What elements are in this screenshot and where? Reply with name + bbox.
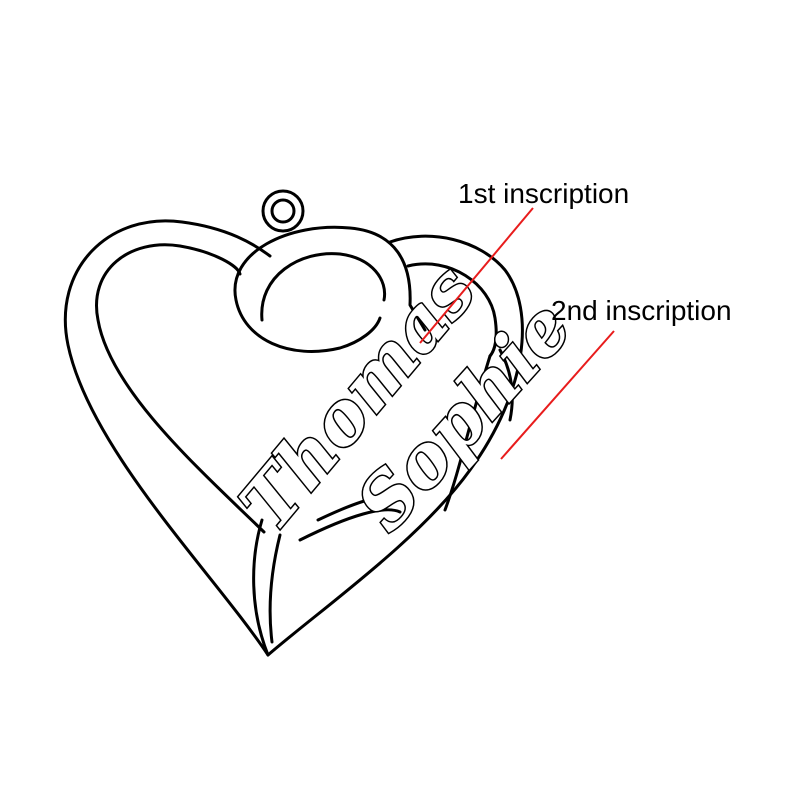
leader-line-second <box>500 330 615 460</box>
leader-line-first <box>419 207 534 344</box>
right-ribbon-tail <box>443 348 514 512</box>
bail-ring <box>261 189 305 233</box>
heart-inner-outline <box>95 243 498 534</box>
callout-second-inscription: 2nd inscription <box>551 295 732 326</box>
lower-ribbon-band <box>252 494 412 657</box>
ribbon-swirl <box>233 225 427 353</box>
callout-first-inscription: 1st inscription <box>458 178 629 209</box>
